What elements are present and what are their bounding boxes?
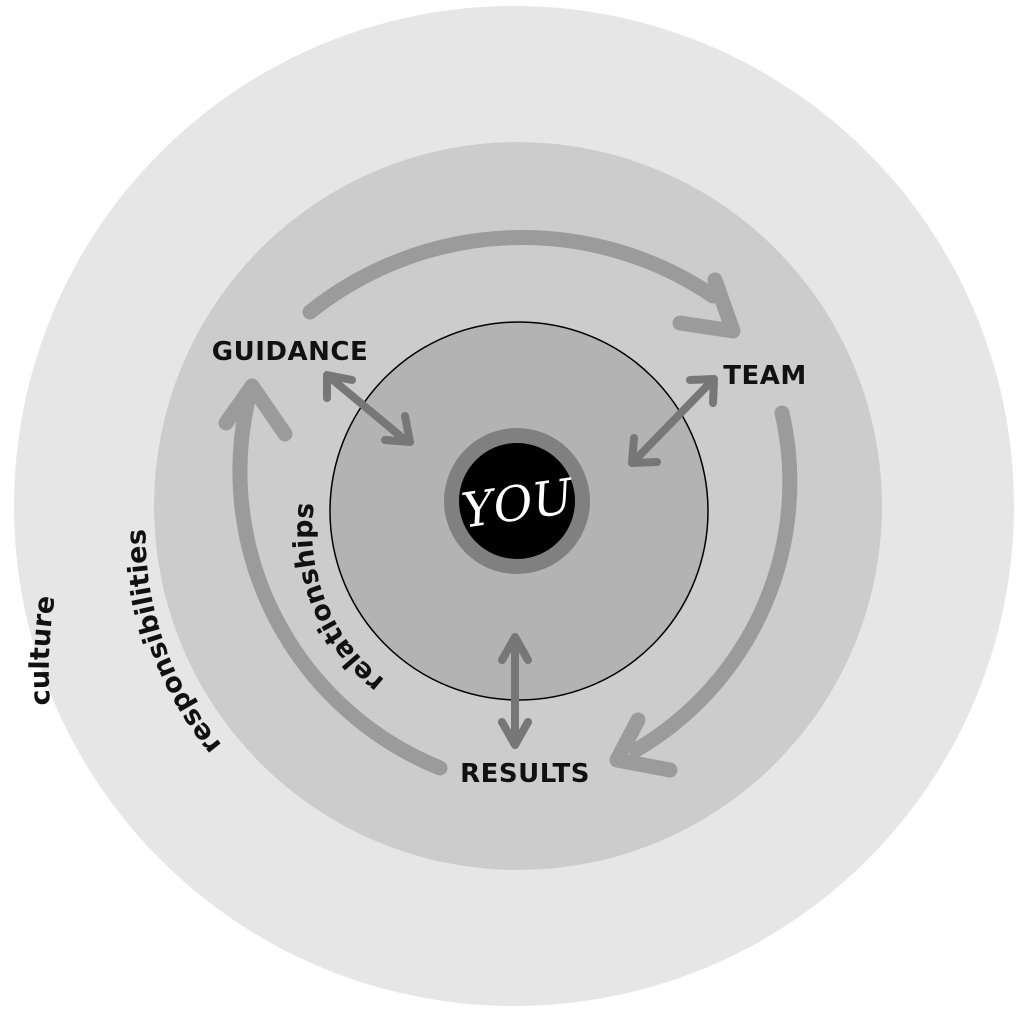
node-results: RESULTS — [460, 759, 590, 789]
node-team: TEAM — [723, 361, 807, 391]
link-results-head-1 — [498, 633, 532, 664]
cycle-arrowhead-results — [609, 712, 678, 778]
cycle-arrow-results-to-guidance — [232, 392, 448, 776]
link-guidance-head-1 — [323, 371, 356, 402]
link-team-you — [633, 379, 714, 462]
link-guidance-you — [329, 376, 409, 444]
cycle-arrowhead-team — [672, 272, 741, 339]
link-team-head-1 — [686, 375, 718, 407]
cycle-arrow-team-to-results — [628, 405, 798, 758]
cycle-arrowhead-guidance — [218, 378, 293, 442]
link-guidance-head-2 — [381, 412, 414, 446]
cycle-arrows — [218, 230, 798, 778]
link-results-head-2 — [498, 718, 532, 749]
link-arrows — [323, 371, 718, 749]
link-team-head-2 — [628, 434, 661, 467]
node-guidance: GUIDANCE — [212, 337, 368, 367]
cycle-arrow-guidance-to-team — [302, 230, 721, 320]
center-core — [459, 443, 575, 559]
